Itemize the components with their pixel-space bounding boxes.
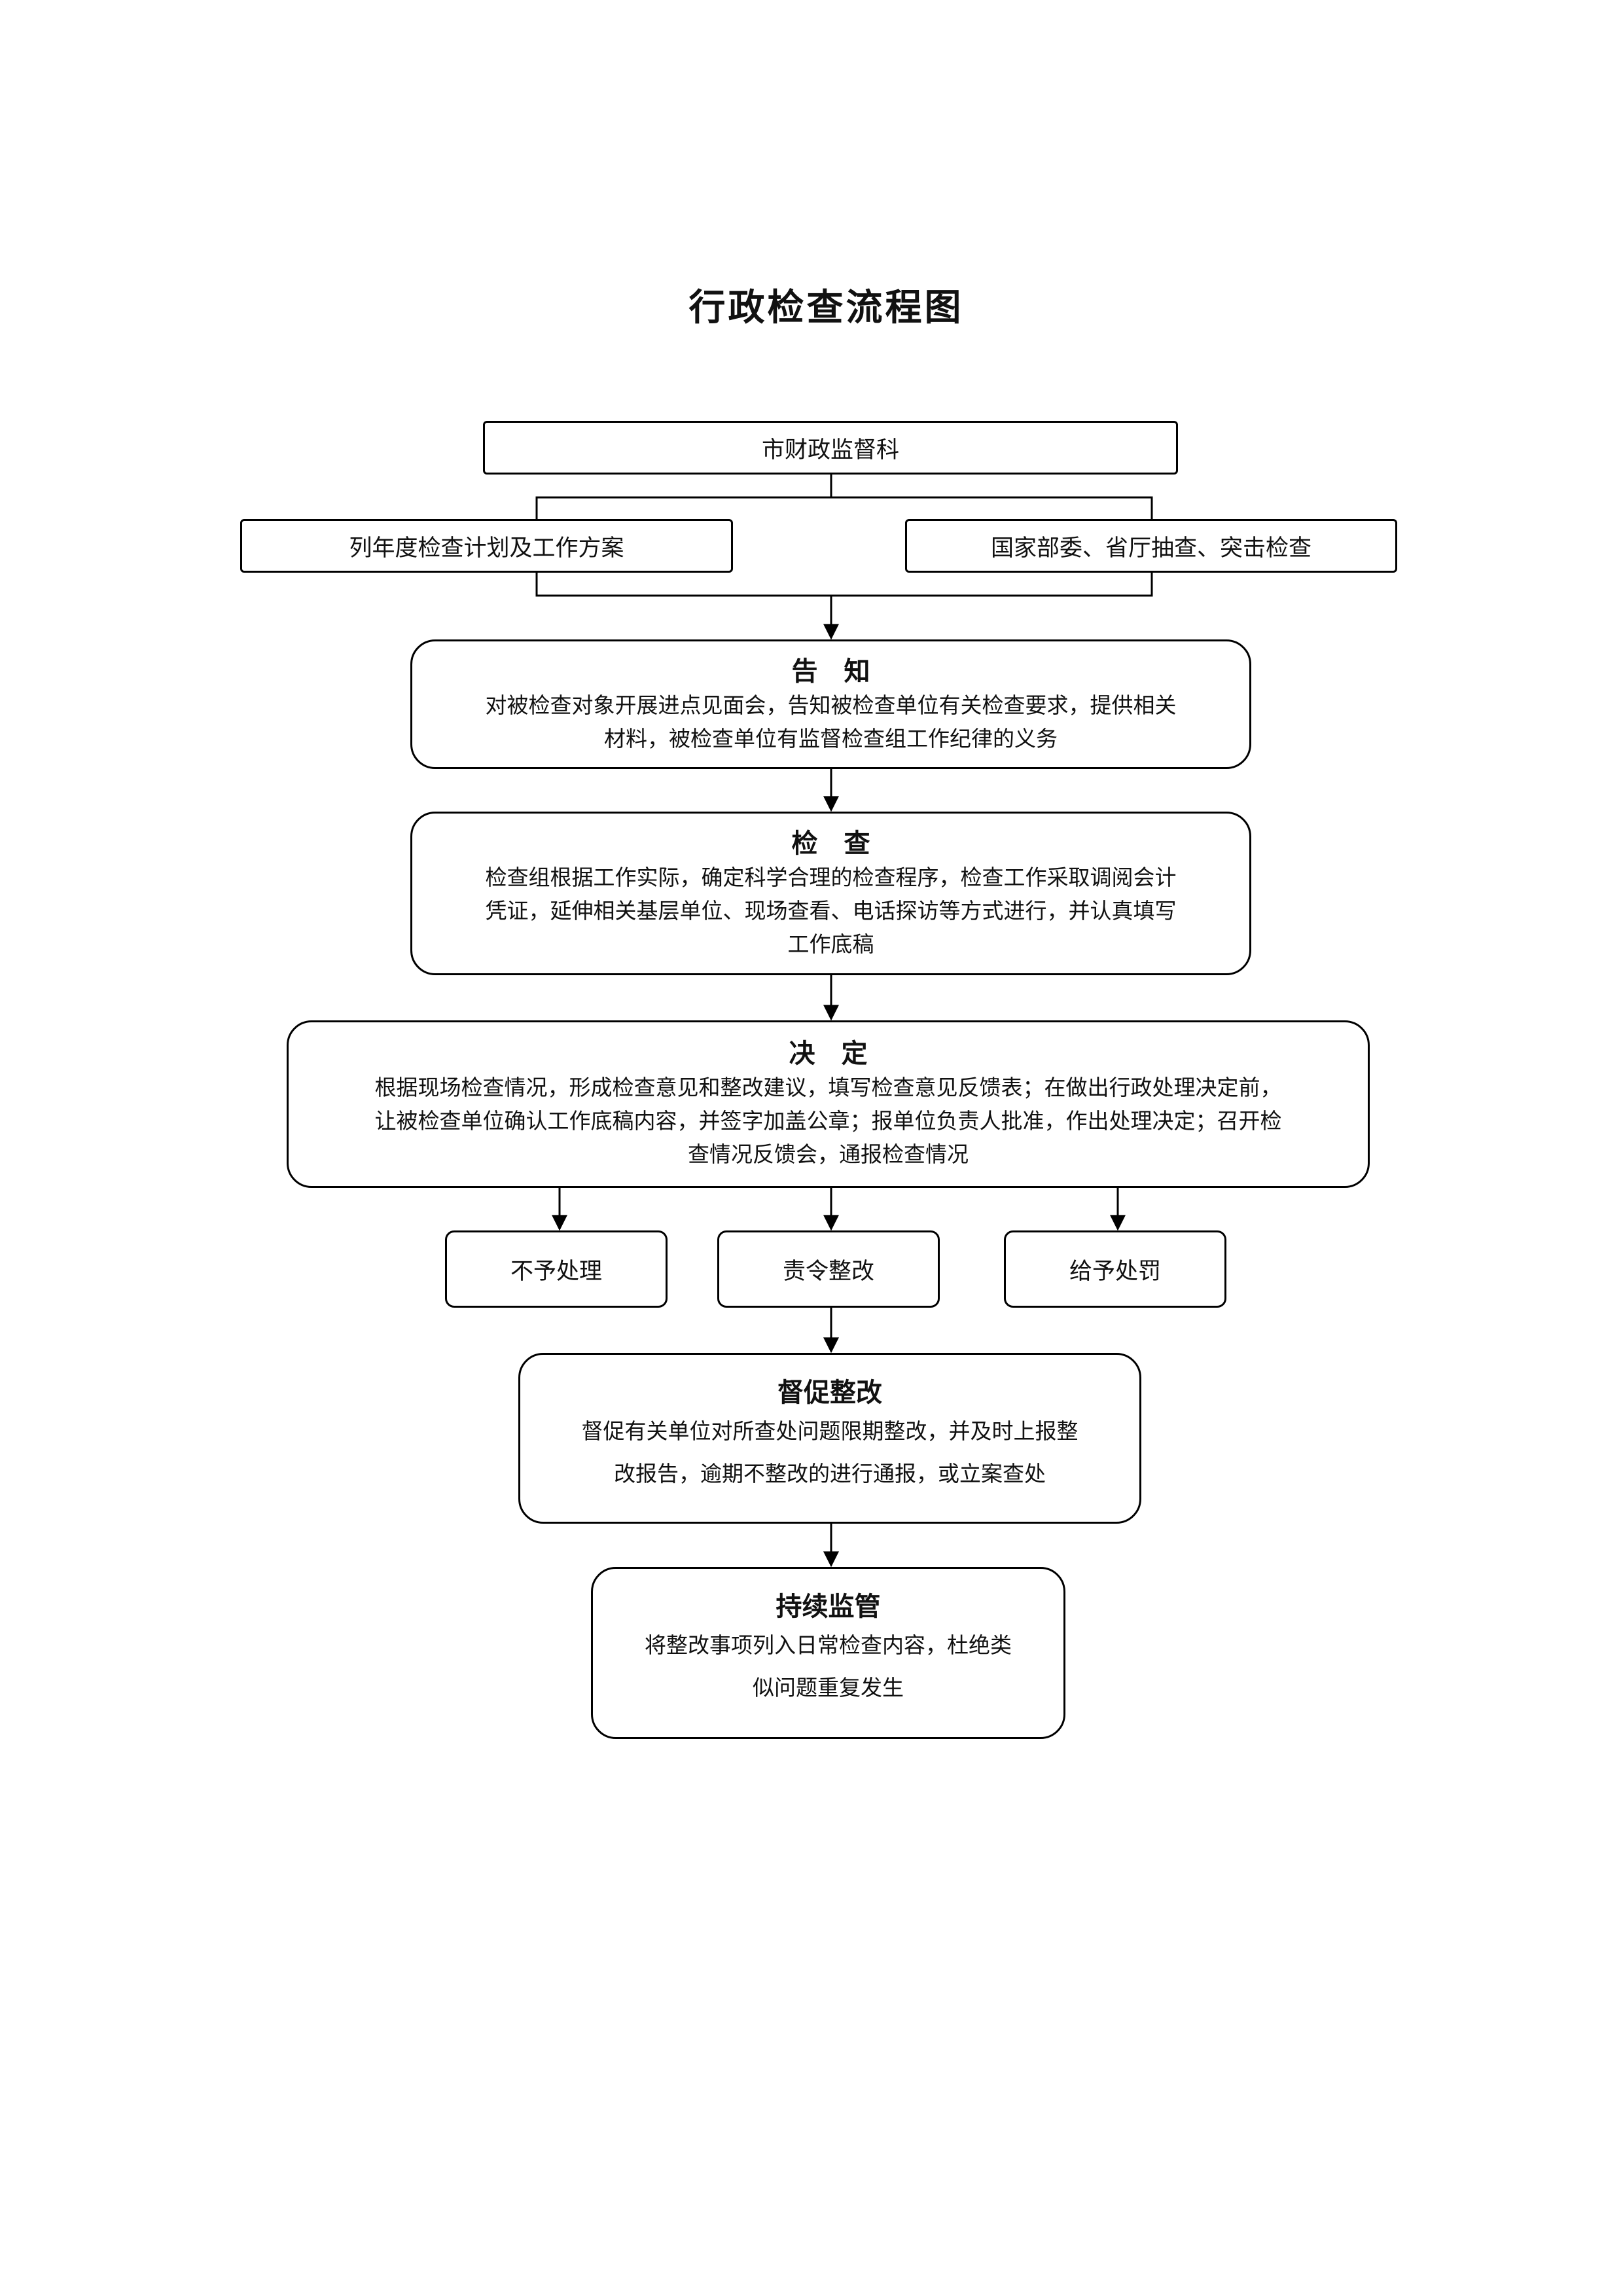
penalty-box: 给予处罚 (1004, 1230, 1226, 1308)
inspect-line-3: 工作底稿 (787, 931, 874, 957)
notify-line-2: 材料，被检查单位有监督检查组工作纪律的义务 (604, 726, 1058, 751)
decide-line-3: 查情况反馈会，通报检查情况 (688, 1141, 969, 1167)
inspect-step-title: 检 查 (791, 829, 870, 859)
decide-line-1: 根据现场检查情况，形成检查意见和整改建议，填写检查意见反馈表；在做出行政处理决定… (374, 1075, 1282, 1100)
no-action-label: 不予处理 (510, 1258, 602, 1285)
decide-step-title: 决 定 (789, 1039, 868, 1069)
spot-check-label: 国家部委、省厅抽查、突击检查 (990, 535, 1311, 562)
annual-plan-label: 列年度检查计划及工作方案 (349, 535, 624, 562)
rectify-step-title: 督促整改 (777, 1378, 882, 1408)
decide-step-box: 决 定 根据现场检查情况，形成检查意见和整改建议，填写检查意见反馈表；在做出行政… (287, 1020, 1370, 1188)
notify-step-title: 告 知 (791, 656, 870, 687)
rectify-step-box: 督促整改 督促有关单位对所查处问题限期整改，并及时上报整 改报告，逾期不整改的进… (518, 1353, 1141, 1524)
annual-plan-box: 列年度检查计划及工作方案 (240, 519, 733, 573)
notify-line-1: 对被检查对象开展进点见面会，告知被检查单位有关检查要求，提供相关 (485, 692, 1177, 718)
inspect-line-2: 凭证，延伸相关基层单位、现场查看、电话探访等方式进行，并认真填写 (485, 898, 1177, 924)
notify-step-box: 告 知 对被检查对象开展进点见面会，告知被检查单位有关检查要求，提供相关 材料，… (410, 639, 1251, 769)
order-rectify-label: 责令整改 (782, 1258, 874, 1285)
rectify-step-text: 督促有关单位对所查处问题限期整改，并及时上报整 改报告，逾期不整改的进行通报，或… (520, 1410, 1139, 1495)
supervise-line-1: 将整改事项列入日常检查内容，杜绝类 (645, 1632, 1012, 1658)
supervise-line-2: 似问题重复发生 (753, 1675, 904, 1700)
inspect-step-box: 检 查 检查组根据工作实际，确定科学合理的检查程序，检查工作采取调阅会计 凭证，… (410, 812, 1251, 975)
page-title: 行政检查流程图 (688, 286, 964, 329)
spot-check-box: 国家部委、省厅抽查、突击检查 (905, 519, 1397, 573)
supervise-step-title: 持续监管 (776, 1592, 881, 1622)
supervision-section-box: 市财政监督科 (483, 421, 1178, 475)
inspect-line-1: 检查组根据工作实际，确定科学合理的检查程序，检查工作采取调阅会计 (485, 865, 1177, 890)
decide-line-2: 让被检查单位确认工作底稿内容，并签字加盖公章；报单位负责人批准，作出处理决定；召… (374, 1108, 1282, 1134)
decide-step-text: 根据现场检查情况，形成检查意见和整改建议，填写检查意见反馈表；在做出行政处理决定… (289, 1071, 1368, 1171)
rectify-line-2: 改报告，逾期不整改的进行通报，或立案查处 (614, 1461, 1046, 1486)
supervision-section-label: 市财政监督科 (761, 437, 899, 463)
supervise-step-box: 持续监管 将整改事项列入日常检查内容，杜绝类 似问题重复发生 (591, 1567, 1065, 1739)
penalty-label: 给予处罚 (1069, 1258, 1161, 1285)
order-rectify-box: 责令整改 (717, 1230, 940, 1308)
no-action-box: 不予处理 (445, 1230, 668, 1308)
supervise-step-text: 将整改事项列入日常检查内容，杜绝类 似问题重复发生 (593, 1624, 1063, 1709)
notify-step-text: 对被检查对象开展进点见面会，告知被检查单位有关检查要求，提供相关 材料，被检查单… (412, 689, 1249, 755)
rectify-line-1: 督促有关单位对所查处问题限期整改，并及时上报整 (581, 1418, 1079, 1444)
inspect-step-text: 检查组根据工作实际，确定科学合理的检查程序，检查工作采取调阅会计 凭证，延伸相关… (412, 861, 1249, 961)
